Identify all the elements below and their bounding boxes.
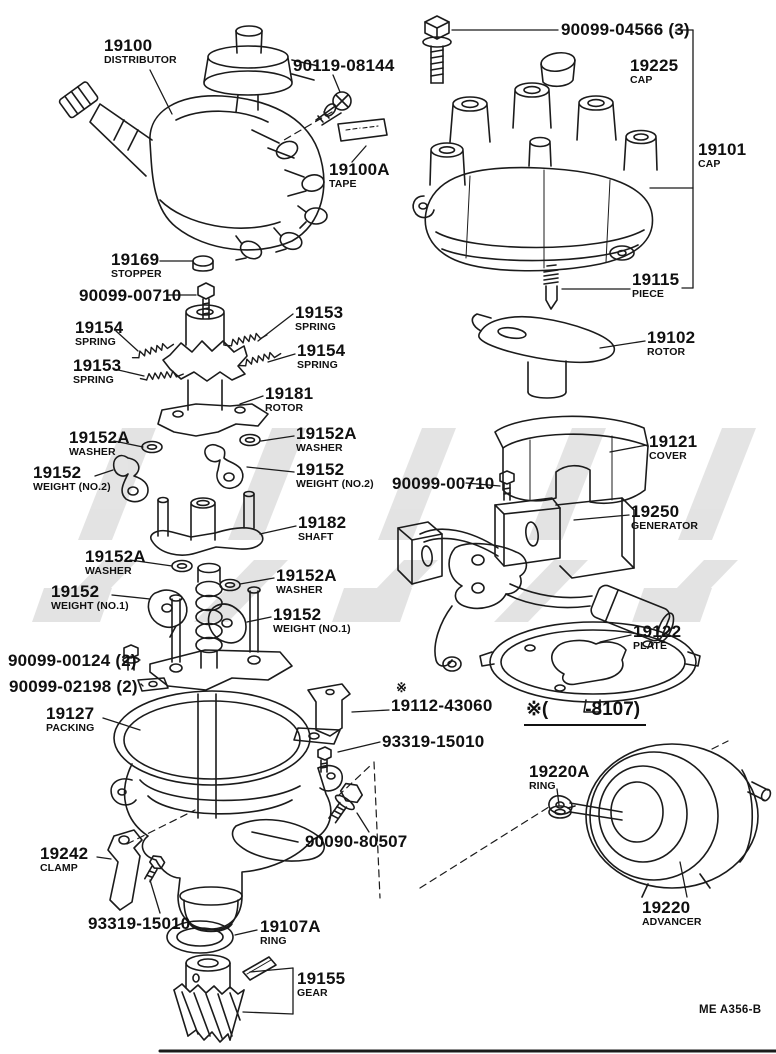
ribbed-shaft-drawing [195, 562, 223, 669]
label-90099-04566: 90099-04566 (3) [561, 20, 690, 39]
advancer-19220-drawing [548, 743, 772, 898]
label-90099-00710-left: 90099-00710 [79, 286, 182, 305]
bracket-19112-drawing [293, 683, 351, 773]
governor-springs-drawing [131, 332, 282, 381]
watermark-glyph [332, 428, 456, 622]
screw-90119-drawing [315, 91, 352, 126]
watermark-glyph [632, 428, 756, 622]
packing-19127-drawing [113, 690, 311, 786]
ring-19107a-drawing [166, 920, 234, 954]
watermark-glyph [194, 428, 306, 622]
restriction-note: ※( -8107) [524, 698, 647, 726]
tape-drawing [337, 118, 388, 142]
label-90099-02198: 90099-02198 (2) [9, 677, 138, 696]
plate-19122-drawing [479, 621, 701, 713]
cap-19225-drawing [540, 51, 576, 88]
label-90099-00710-right: 90099-00710 [392, 474, 495, 493]
generator-19250-drawing [397, 497, 675, 672]
label-90119-08144: 90119-08144 [293, 56, 395, 75]
screw-90090-drawing [328, 782, 364, 824]
small-bolt-plate-drawing [122, 644, 169, 692]
watermark-glyph [32, 428, 156, 622]
watermark-glyph [494, 428, 606, 622]
watermark [32, 428, 756, 622]
shaft-19182-drawing [150, 490, 264, 556]
rotor-19102-drawing [471, 313, 616, 399]
piece-19115-drawing [543, 264, 559, 310]
label-93319-15010-upper: 93319-15010 [382, 732, 485, 751]
distributor-drawing [58, 25, 328, 261]
distributor-body-drawing [110, 693, 343, 933]
screw-90099-00710-right-drawing [499, 470, 515, 501]
drawing-code: ME A356-B [699, 1004, 762, 1016]
cap-19101-drawing [412, 82, 658, 272]
label-90099-00124: 90099-00124 (2) [8, 651, 137, 670]
cover-19121-drawing [494, 415, 649, 505]
asterisk-marker: ※ [396, 680, 407, 695]
camshaft-assembly-drawing [157, 304, 269, 437]
bolt-90099-04566-drawing [422, 15, 452, 84]
clamp-19242-drawing [107, 829, 166, 911]
label-93319-15010-lower: 93319-15010 [88, 914, 191, 933]
governor-weights-drawing [112, 443, 247, 644]
screw-90099-00710-left-drawing [197, 282, 215, 319]
gear-19155-drawing [173, 954, 277, 1043]
label-19112-43060: 19112-43060 [391, 696, 493, 715]
washers-19152a-drawing [141, 433, 261, 592]
leader-lines [94, 29, 694, 1015]
stopper-19169-drawing [192, 255, 214, 272]
dashed-lines [126, 111, 729, 899]
label-90090-80507: 90090-80507 [305, 832, 408, 851]
